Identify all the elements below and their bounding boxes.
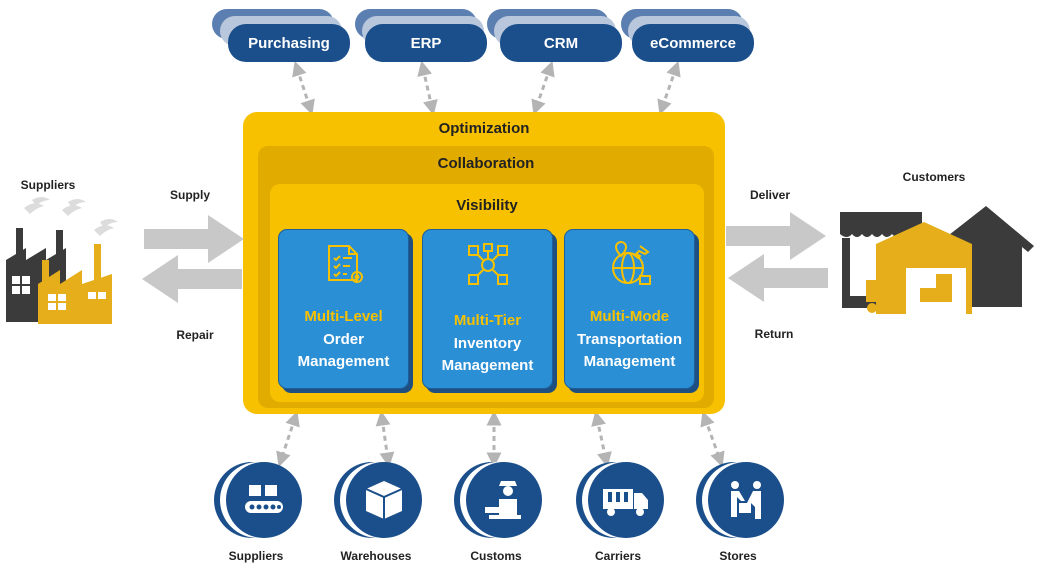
visibility-label: Visibility: [456, 197, 518, 214]
ecommerce-connector: [657, 60, 681, 116]
partner-label: Suppliers: [228, 549, 284, 563]
truck-icon: [603, 489, 648, 516]
stores-connector: [700, 410, 725, 468]
card-line: Inventory: [453, 335, 522, 352]
card-inventory-management: Multi-Tier Inventory Management: [422, 229, 553, 389]
crm-connector: [531, 60, 555, 116]
card-line: Order: [323, 331, 364, 348]
card-title: Multi-Level: [304, 308, 383, 325]
deliver-return-arrows: [726, 212, 828, 302]
system-label: ERP: [365, 24, 487, 62]
deliver-label: Deliver: [749, 188, 791, 202]
repair-label: Repair: [176, 328, 214, 342]
system-label: eCommerce: [632, 24, 754, 62]
purchasing-connector: [292, 60, 315, 116]
card-line: Transportation: [576, 331, 682, 348]
deliver-arrow: [726, 212, 826, 260]
card-line: Management: [297, 353, 390, 370]
handover-people-icon: [731, 481, 761, 519]
return-label: Return: [754, 327, 794, 341]
partner-label: Customs: [470, 549, 522, 563]
return-arrow: [728, 254, 828, 302]
box-icon: [365, 481, 403, 519]
card-title: Multi-Mode: [589, 308, 670, 325]
system-label: Purchasing: [228, 24, 350, 62]
card-transportation-management: Multi-Mode Transportation Management: [564, 229, 695, 389]
checklist-gear-icon: [327, 245, 363, 283]
suppliers-connector: [276, 410, 300, 468]
erp-connector: [417, 60, 438, 116]
supply-repair-arrows: [142, 215, 244, 303]
carriers-connector: [591, 410, 612, 468]
store-warehouse-icon: [840, 206, 1034, 314]
warehouses-connector: [375, 410, 395, 468]
supply-arrow: [144, 215, 244, 263]
customs-officer-icon: [485, 481, 521, 519]
globe-plane-icon: [611, 241, 651, 285]
factory-icon: [6, 197, 118, 324]
card-title: Multi-Tier: [453, 312, 522, 329]
network-boxes-icon: [467, 243, 508, 285]
customers-label: Customers: [902, 170, 966, 184]
card-order-management: Multi-Level Order Management: [278, 229, 409, 389]
collaboration-label: Collaboration: [437, 155, 535, 172]
partner-label: Stores: [719, 549, 757, 563]
system-label: CRM: [500, 24, 622, 62]
supply-label: Supply: [169, 188, 210, 202]
card-line: Management: [441, 357, 534, 374]
card-line: Management: [583, 353, 676, 370]
partner-label: Warehouses: [340, 549, 412, 563]
optimization-label: Optimization: [438, 120, 530, 137]
partner-label: Carriers: [594, 549, 642, 563]
conveyor-boxes-icon: [245, 485, 283, 513]
left-suppliers-label: Suppliers: [20, 178, 76, 192]
repair-arrow: [142, 255, 242, 303]
